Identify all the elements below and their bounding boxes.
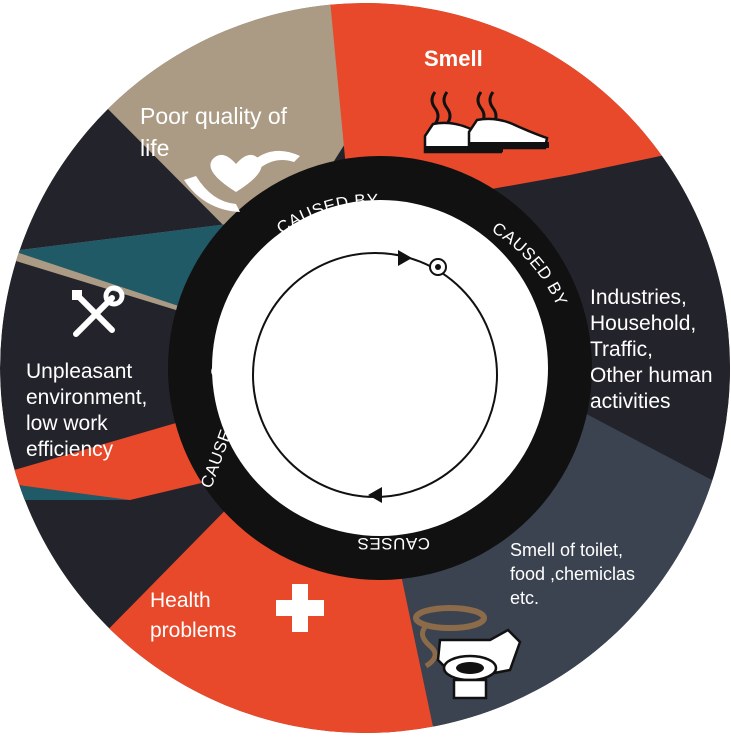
tools-icon	[72, 285, 125, 337]
quality-text: Poor quality of life	[140, 103, 293, 161]
cycle-start-dot	[435, 264, 441, 270]
smell-title: Smell	[424, 46, 483, 71]
arrow-head-top	[398, 250, 412, 266]
toilet-icon	[413, 605, 522, 700]
ring-label-causes-bottom: CAUSES	[357, 534, 430, 553]
environment-text: Unpleasant environment, low work efficie…	[26, 360, 153, 461]
health-text: Health problems	[150, 589, 236, 642]
segment-smell	[330, 3, 665, 368]
examples-text: Smell of toilet, food ,chemiclas etc.	[510, 540, 640, 608]
center-disc	[212, 200, 548, 536]
arrow-head-bottom	[368, 487, 382, 503]
shoes-icon	[423, 91, 549, 154]
sources-text: Industries, Household, Traffic, Other hu…	[590, 286, 718, 413]
medical-cross-icon	[276, 584, 324, 632]
heart-hands-icon	[184, 150, 300, 212]
